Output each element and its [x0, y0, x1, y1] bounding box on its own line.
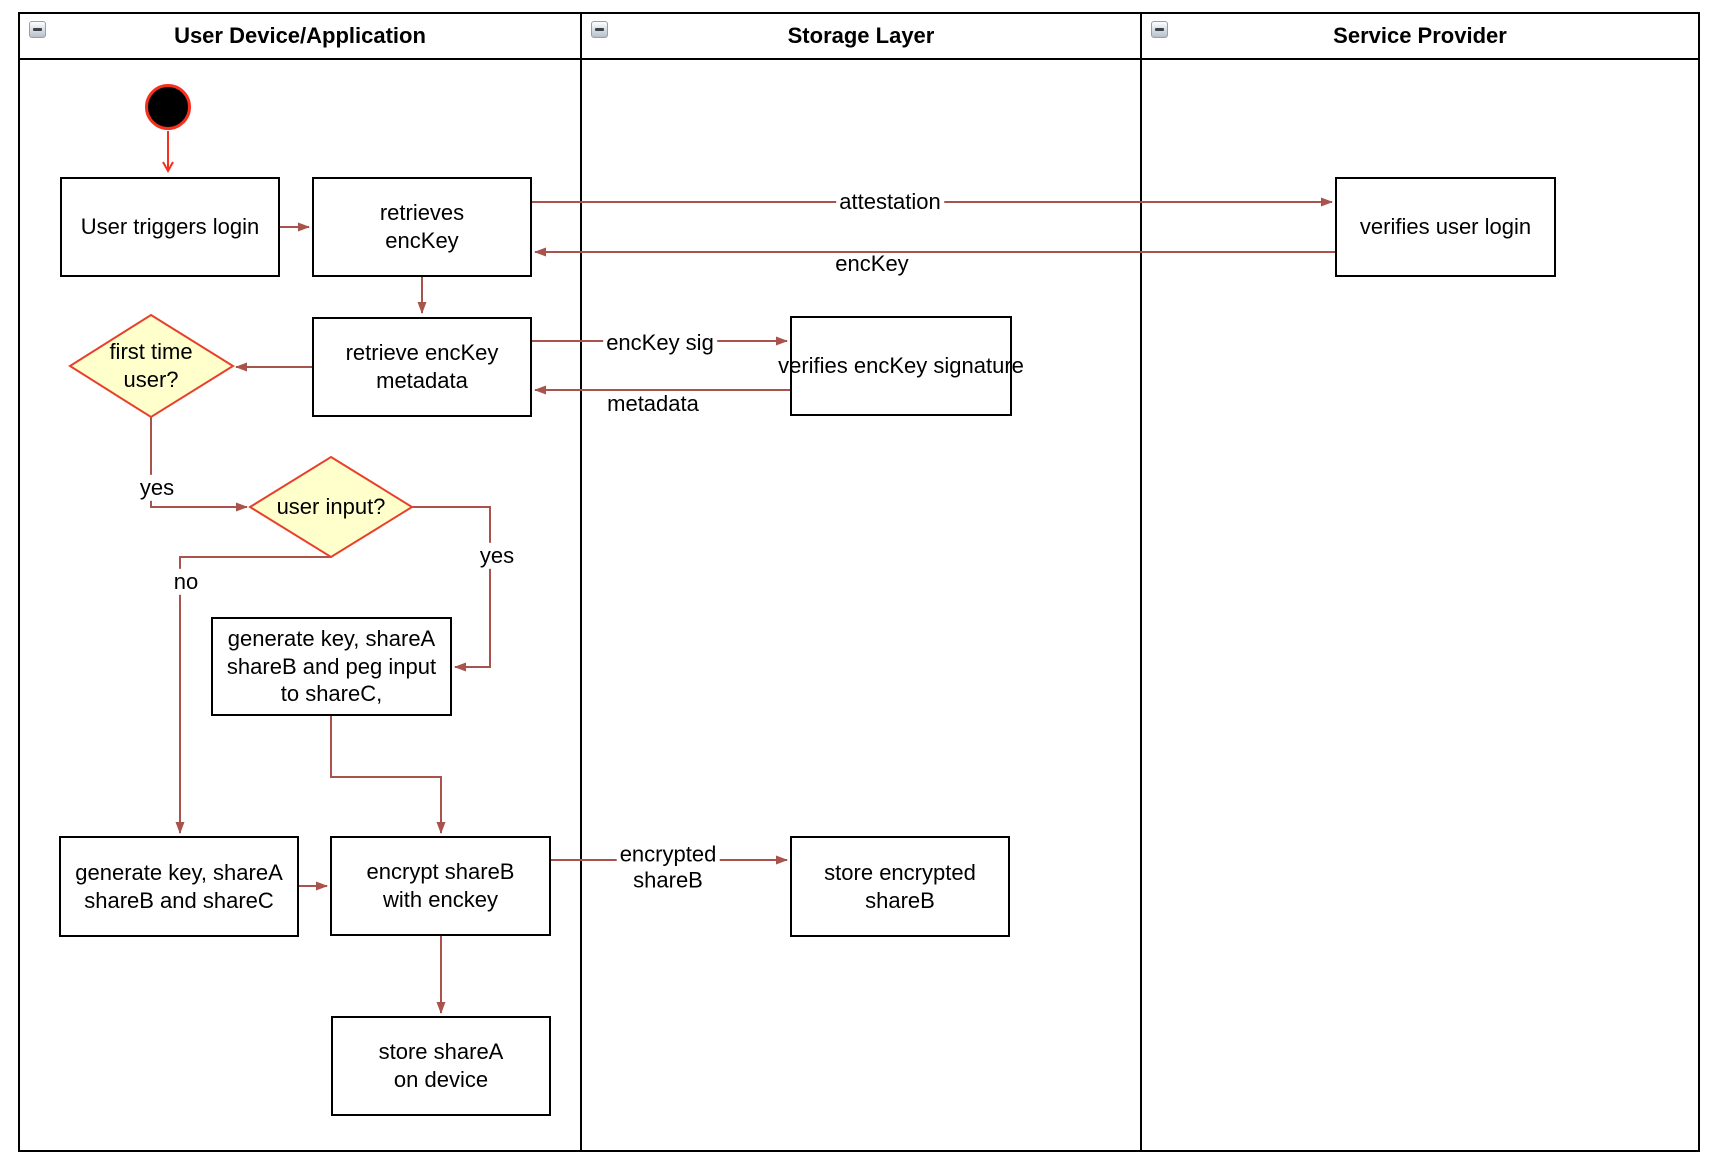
minus-icon	[1155, 28, 1164, 31]
node-label: verifies encKey signature	[778, 353, 1024, 379]
edge-label-yes-user-input[interactable]: yes	[476, 542, 518, 570]
lane-header-service-provider[interactable]: Service Provider	[1142, 14, 1698, 60]
lane-title: Service Provider	[1333, 23, 1507, 48]
lane-title: Storage Layer	[787, 23, 935, 48]
node-encrypt-shareb[interactable]: encrypt shareB with enckey	[330, 836, 551, 936]
node-label: User triggers login	[80, 214, 260, 240]
swimlane-pool: User Device/Application Storage Layer Se…	[18, 12, 1700, 1152]
edge-label-encrypted-shareb[interactable]: encrypted shareB	[616, 841, 720, 895]
node-label: encrypt shareB with enckey	[366, 859, 515, 912]
node-retrieve-enckey-metadata[interactable]: retrieve encKey metadata	[312, 317, 532, 417]
collapse-lane-button[interactable]	[29, 21, 46, 38]
node-label: store shareA on device	[378, 1039, 504, 1092]
node-generate-key-peg-input[interactable]: generate key, shareA shareB and peg inpu…	[211, 617, 452, 716]
collapse-lane-button[interactable]	[1151, 21, 1168, 38]
edge-label-no-user-input[interactable]: no	[170, 568, 202, 596]
node-label: retrieves encKey	[379, 200, 465, 253]
minus-icon	[33, 28, 42, 31]
node-label: generate key, shareA shareB and peg inpu…	[226, 625, 437, 707]
node-generate-key-sharec[interactable]: generate key, shareA shareB and shareC	[59, 836, 299, 937]
node-user-triggers-login[interactable]: User triggers login	[60, 177, 280, 277]
edge-label-enckey-sig[interactable]: encKey sig	[603, 329, 717, 357]
edge-userinput-no[interactable]	[175, 556, 331, 834]
node-label: store encrypted shareB	[824, 859, 976, 913]
decision-label-user-input: user input?	[276, 494, 386, 520]
edge-label-enckey[interactable]: encKey	[835, 250, 909, 276]
edge-userinput-yes[interactable]	[412, 506, 491, 672]
edge-label-yes-first-time[interactable]: yes	[136, 474, 178, 502]
edge-peg-to-encrypt[interactable]	[330, 716, 446, 834]
lane-header-storage-layer[interactable]: Storage Layer	[582, 14, 1140, 60]
decision-first-time-user[interactable]	[68, 313, 235, 419]
node-store-sharea[interactable]: store shareA on device	[331, 1016, 551, 1116]
node-verifies-enckey-signature[interactable]: verifies encKey signature	[778, 316, 1024, 416]
lane-divider-2	[1140, 14, 1142, 1150]
edge-firsttime-yes[interactable]	[150, 417, 248, 512]
node-label: generate key, shareA shareB and shareC	[75, 859, 283, 913]
edge-label-metadata[interactable]: metadata	[607, 390, 699, 416]
lane-title: User Device/Application	[174, 23, 426, 48]
node-store-encrypted-shareb[interactable]: store encrypted shareB	[790, 836, 1010, 937]
decision-label-first-time-user: first time user?	[109, 339, 193, 392]
node-label: retrieve encKey metadata	[345, 340, 499, 393]
node-label: verifies user login	[1359, 214, 1532, 240]
decision-user-input[interactable]	[248, 455, 414, 559]
collapse-lane-button[interactable]	[591, 21, 608, 38]
edge-label-attestation[interactable]: attestation	[836, 188, 944, 216]
node-retrieves-enckey[interactable]: retrieves encKey	[312, 177, 532, 277]
minus-icon	[595, 28, 604, 31]
initial-node[interactable]	[145, 84, 191, 130]
lane-divider-1	[580, 14, 582, 1150]
lane-header-user-device[interactable]: User Device/Application	[20, 14, 580, 60]
node-verifies-user-login[interactable]: verifies user login	[1335, 177, 1556, 277]
